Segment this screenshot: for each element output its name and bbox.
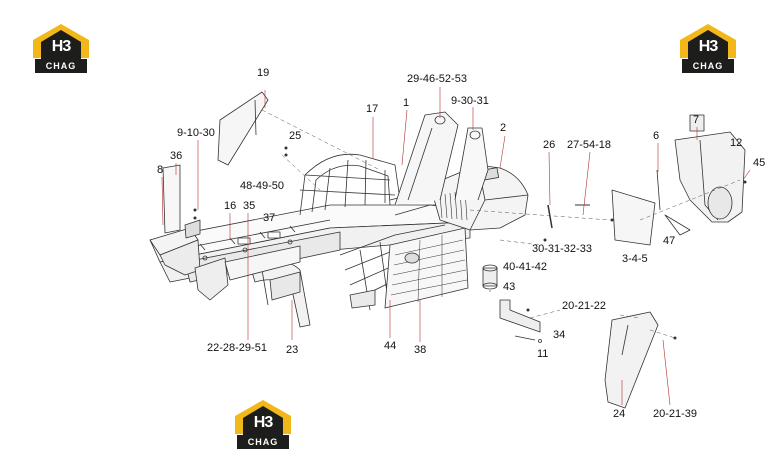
rod [547, 204, 590, 229]
callout-47: 47 [663, 235, 676, 247]
front-fender [604, 311, 659, 409]
callout-1: 1 [403, 97, 410, 109]
callout-19: 19 [257, 67, 270, 79]
callout-2: 2 [500, 122, 507, 134]
callout-8: 8 [157, 164, 164, 176]
logo-house-icon [33, 24, 89, 73]
cab-railing [299, 153, 401, 216]
callout-24: 24 [613, 408, 626, 420]
callout-40-41-42: 40-41-42 [503, 261, 548, 273]
brand-logo-top-right: H3 CHAG [680, 22, 736, 76]
callout-45: 45 [753, 157, 766, 169]
callout-26: 26 [543, 139, 556, 151]
axle-mount [482, 264, 498, 290]
callout-20-21-39: 20-21-39 [653, 408, 698, 420]
callout-20-21-22: 20-21-22 [562, 300, 607, 312]
callout-43: 43 [503, 281, 516, 293]
callout-22-28-29-51: 22-28-29-51 [207, 342, 267, 354]
front-tower [394, 111, 489, 206]
side-panel [611, 169, 691, 246]
callout-29-46-52-53: 29-46-52-53 [407, 73, 467, 85]
left-platform [224, 245, 301, 301]
callout-11: 11 [537, 348, 549, 360]
callout-23: 23 [286, 344, 299, 356]
callout-30-31-32-33: 30-31-32-33 [532, 243, 592, 255]
callout-3-4-5: 3-4-5 [622, 253, 648, 265]
callout-9-10-30: 9-10-30 [177, 127, 215, 139]
callout-17: 17 [366, 103, 379, 115]
logo-word: CHAG [692, 61, 724, 71]
logo-house-icon [680, 24, 736, 73]
front-grille-panel [384, 227, 469, 309]
brand-logo-bottom: H3 CHAG [235, 398, 291, 452]
logo-word: CHAG [247, 437, 279, 447]
rear-bumper [149, 164, 229, 301]
logo-mark: H3 [51, 38, 71, 55]
fuel-tank [674, 114, 746, 223]
callout-27-54-18: 27-54-18 [567, 139, 612, 151]
roof-panel [217, 91, 269, 166]
callout-38: 38 [414, 344, 427, 356]
callout-12: 12 [730, 137, 743, 149]
logo-mark: H3 [253, 414, 273, 431]
logo-mark: H3 [698, 38, 718, 55]
callout-48-49-50: 48-49-50 [240, 180, 285, 192]
callout-37: 37 [263, 212, 276, 224]
brand-logo-top-left: H3 CHAG [33, 22, 89, 76]
callout-34: 34 [553, 329, 566, 341]
callout-36: 36 [170, 150, 183, 162]
logo-house-icon [235, 400, 291, 449]
callout-25: 25 [289, 130, 302, 142]
bracket [499, 299, 542, 343]
callout-9-30-31: 9-30-31 [451, 95, 489, 107]
logo-word: CHAG [45, 61, 77, 71]
callout-6: 6 [653, 130, 660, 142]
callout-16: 16 [224, 200, 237, 212]
callout-44: 44 [384, 340, 397, 352]
callout-7: 7 [693, 114, 700, 126]
callout-35: 35 [243, 200, 256, 212]
